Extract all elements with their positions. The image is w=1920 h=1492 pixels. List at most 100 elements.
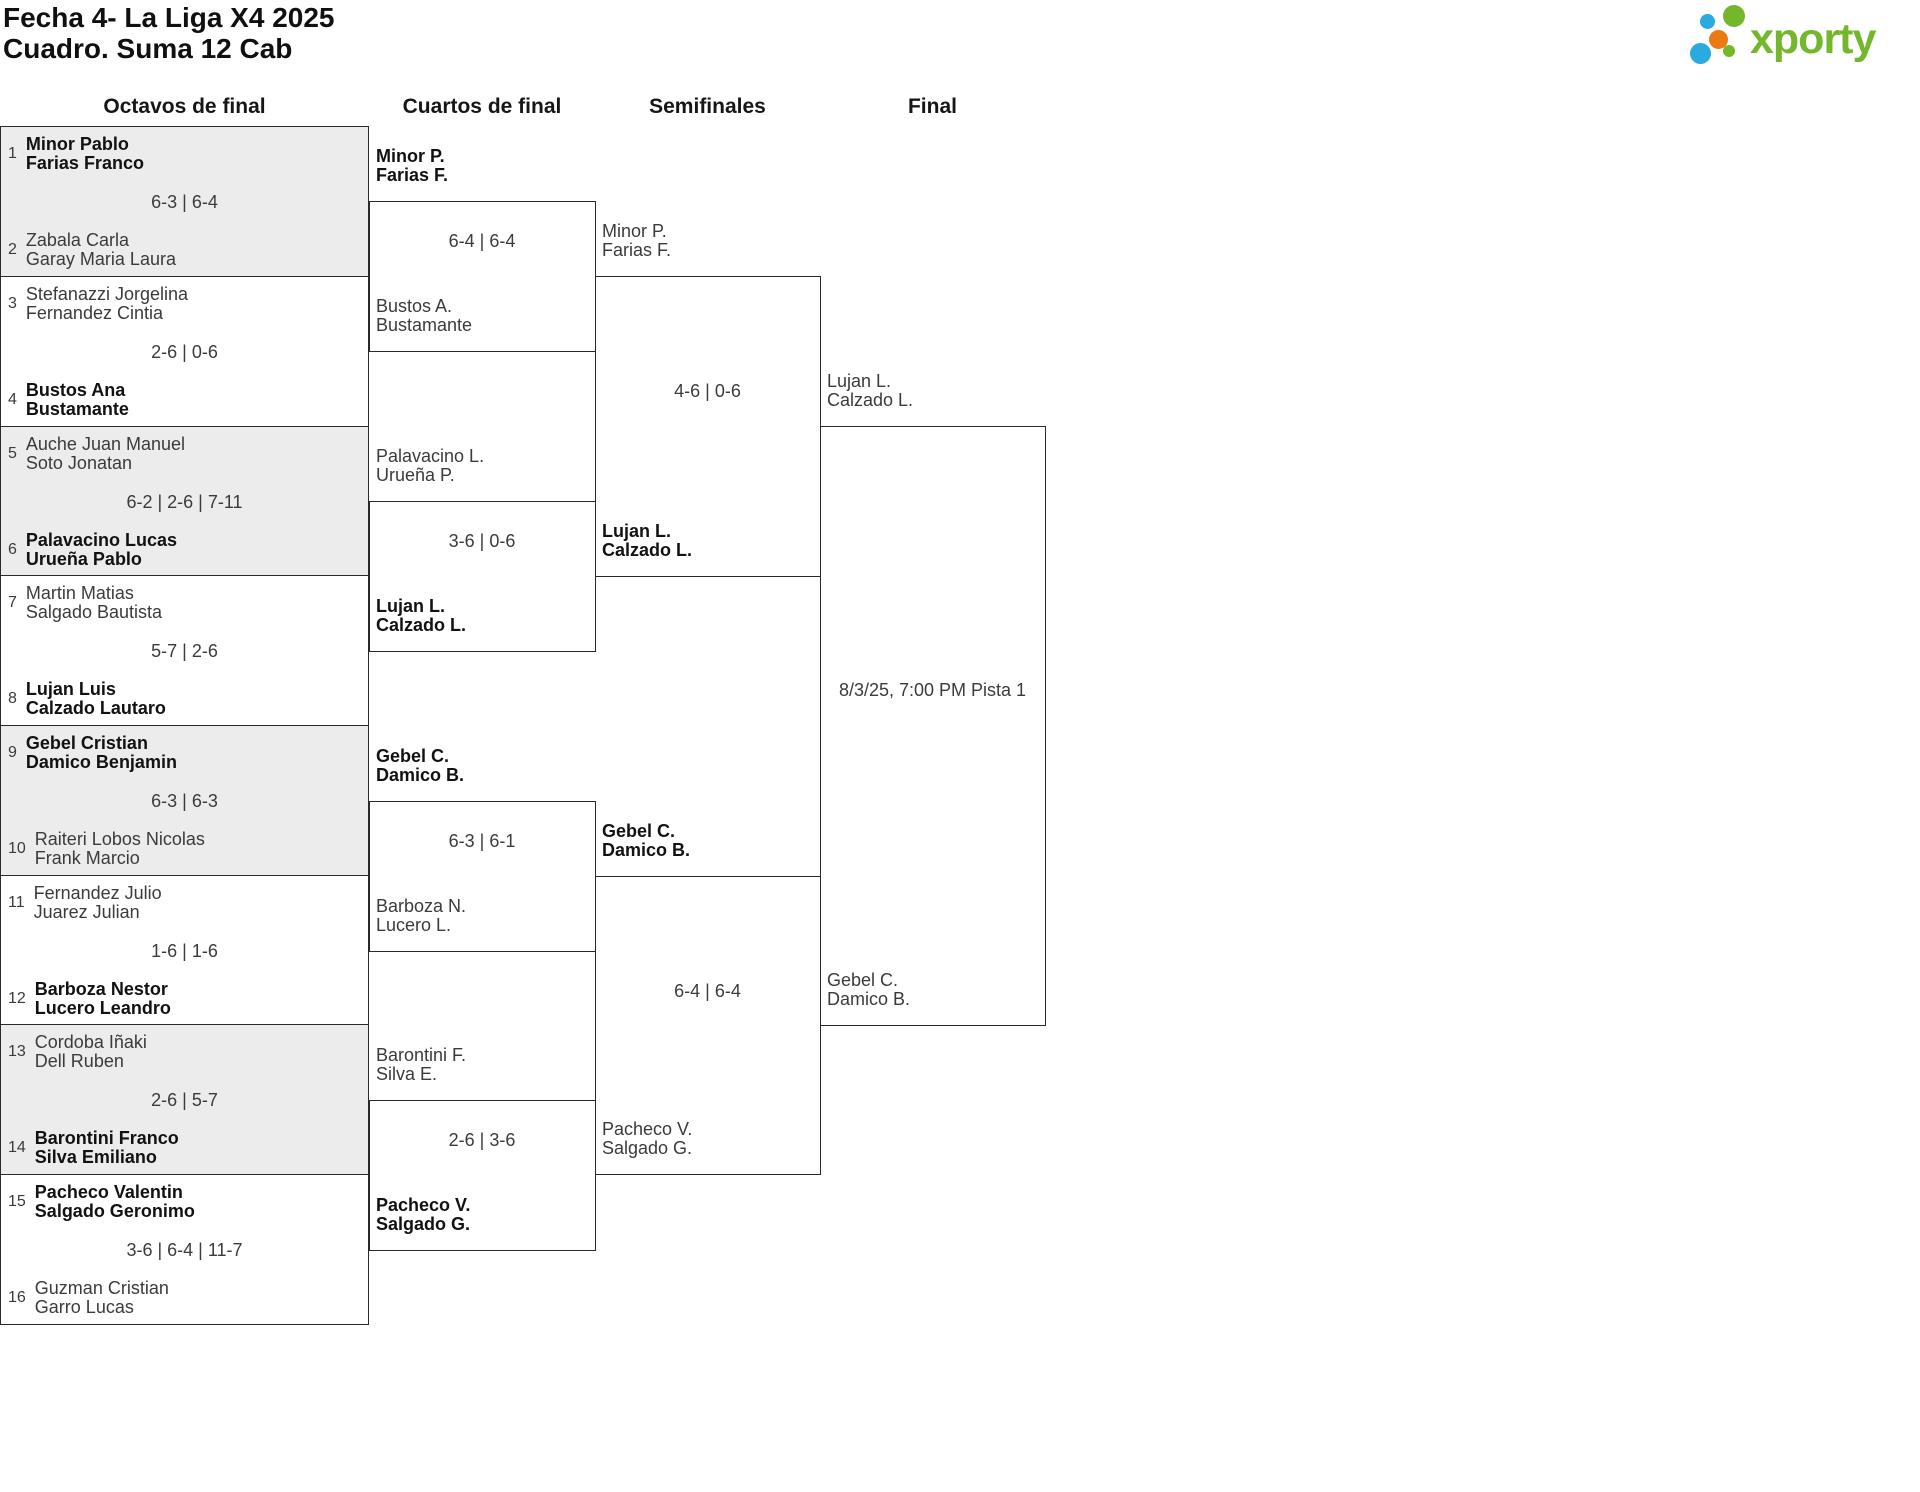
player-name: Salgado Bautista <box>25 602 163 622</box>
seed-number: 6 <box>8 541 17 558</box>
player-name: Lujan L. <box>602 521 671 541</box>
team-name: Pacheco Valentin Salgado Geronimo <box>35 1183 195 1221</box>
tournament-name: Fecha 4- La Liga X4 2025 <box>3 2 335 33</box>
match-score: 2-6 | 5-7 <box>151 1090 218 1110</box>
player-name: Pacheco Valentin <box>34 1182 183 1202</box>
seed-number: 14 <box>8 1139 26 1156</box>
team-name: Fernandez Julio Juarez Julian <box>34 884 162 922</box>
player-name: Minor P. <box>376 146 445 166</box>
match-box-octavos-5[interactable]: 9 Gebel Cristian Damico Benjamin 6-3 | 6… <box>0 725 369 876</box>
player-name: Lujan L. <box>376 596 445 616</box>
match-score: 2-6 | 0-6 <box>151 342 218 362</box>
team-name: Martin Matias Salgado Bautista <box>26 584 162 622</box>
team-name: Barontini F. Silva E. <box>376 1046 466 1084</box>
player-name: Farias F. <box>376 165 449 185</box>
player-name: Urueña P. <box>376 465 455 485</box>
team-row: 15 Pacheco Valentin Salgado Geronimo <box>8 1183 195 1221</box>
match-score: 5-7 | 2-6 <box>151 641 218 661</box>
team-row: 16 Guzman Cristian Garro Lucas <box>8 1279 169 1317</box>
seed-number: 8 <box>8 690 17 707</box>
player-name: Barontini F. <box>376 1045 467 1065</box>
match-box-octavos-3[interactable]: 5 Auche Juan Manuel Soto Jonatan 6-2 | 2… <box>0 426 369 576</box>
seed-number: 15 <box>8 1193 26 1210</box>
player-name: Silva E. <box>376 1064 438 1084</box>
match-box-octavos-2[interactable]: 3 Stefanazzi Jorgelina Fernandez Cintia … <box>0 276 369 427</box>
player-name: Salgado G. <box>602 1138 693 1158</box>
team-row: 1 Minor Pablo Farias Franco <box>8 135 144 173</box>
logo-dot-icon <box>1690 43 1711 64</box>
match-score: 4-6 | 0-6 <box>674 381 741 401</box>
team-name: Zabala Carla Garay Maria Laura <box>26 231 176 269</box>
match-score: 6-2 | 2-6 | 7-11 <box>126 492 243 512</box>
seed-number: 12 <box>8 990 26 1007</box>
player-name: Barontini Franco <box>34 1128 179 1148</box>
match-score: 6-3 | 6-3 <box>151 791 218 811</box>
bracket-name: Cuadro. Suma 12 Cab <box>3 33 293 64</box>
player-name: Salgado Geronimo <box>34 1201 195 1221</box>
player-name: Fernandez Julio <box>33 883 162 903</box>
seed-number: 9 <box>8 744 17 761</box>
player-name: Pacheco V. <box>602 1119 693 1139</box>
match-box-octavos-6[interactable]: 11 Fernandez Julio Juarez Julian 1-6 | 1… <box>0 875 369 1025</box>
player-name: Minor Pablo <box>25 134 129 154</box>
match-box-octavos-8[interactable]: 15 Pacheco Valentin Salgado Geronimo 3-6… <box>0 1174 369 1325</box>
xporty-logo[interactable]: xporty <box>1686 5 1911 69</box>
player-name: Martin Matias <box>25 583 134 603</box>
player-name: Farias F. <box>602 240 672 260</box>
match-box-octavos-7[interactable]: 13 Cordoba Iñaki Dell Ruben 2-6 | 5-7 14… <box>0 1024 369 1175</box>
player-name: Palavacino Lucas <box>25 530 177 550</box>
team-name: Lujan L. Calzado L. <box>602 522 692 560</box>
seed-number: 11 <box>8 894 25 911</box>
player-name: Garro Lucas <box>34 1297 134 1317</box>
team-row: 10 Raiteri Lobos Nicolas Frank Marcio <box>8 830 205 868</box>
match-score: 2-6 | 3-6 <box>448 1130 516 1150</box>
logo-dot-icon <box>1723 45 1735 57</box>
team-row: 3 Stefanazzi Jorgelina Fernandez Cintia <box>8 285 188 323</box>
seed-number: 7 <box>8 594 17 611</box>
team-name: Lujan L. Calzado L. <box>376 597 466 635</box>
match-box-cuartos-4[interactable] <box>369 1100 596 1251</box>
team-name: Barboza N. Lucero L. <box>376 897 466 935</box>
player-name: Guzman Cristian <box>34 1278 169 1298</box>
seed-number: 16 <box>8 1289 26 1306</box>
team-name: Raiteri Lobos Nicolas Frank Marcio <box>35 830 205 868</box>
match-score: 6-4 | 6-4 <box>674 981 741 1001</box>
match-box-final[interactable] <box>820 426 1046 1026</box>
seed-number: 13 <box>8 1043 26 1060</box>
player-name: Frank Marcio <box>34 848 140 868</box>
seed-number: 5 <box>8 445 17 462</box>
player-name: Gebel C. <box>602 821 676 841</box>
team-name: Stefanazzi Jorgelina Fernandez Cintia <box>26 285 188 323</box>
match-score: 3-6 | 6-4 | 11-7 <box>126 1240 243 1260</box>
team-name: Pacheco V. Salgado G. <box>602 1120 692 1158</box>
team-name: Minor Pablo Farias Franco <box>26 135 144 173</box>
player-name: Fernandez Cintia <box>25 303 163 323</box>
player-name: Damico B. <box>602 840 691 860</box>
team-row: 5 Auche Juan Manuel Soto Jonatan <box>8 435 185 473</box>
player-name: Urueña Pablo <box>25 549 142 569</box>
team-name: Guzman Cristian Garro Lucas <box>35 1279 169 1317</box>
player-name: Gebel C. <box>376 746 450 766</box>
match-box-octavos-1[interactable]: 1 Minor Pablo Farias Franco 6-3 | 6-4 2 … <box>0 126 369 277</box>
player-name: Calzado Lautaro <box>25 698 166 718</box>
team-name: Gebel C. Damico B. <box>602 822 690 860</box>
team-name: Palavacino Lucas Urueña Pablo <box>26 531 177 569</box>
player-name: Dell Ruben <box>34 1051 124 1071</box>
logo-dot-icon <box>1709 30 1728 49</box>
player-name: Juarez Julian <box>33 902 140 922</box>
player-name: Lucero Leandro <box>34 998 171 1018</box>
player-name: Lucero L. <box>376 915 452 935</box>
player-name: Calzado L. <box>602 540 693 560</box>
round-header-semifinales: Semifinales <box>649 95 766 118</box>
team-row: 7 Martin Matias Salgado Bautista <box>8 584 162 622</box>
player-name: Bustamante <box>376 315 473 335</box>
team-name: Palavacino L. Urueña P. <box>376 447 484 485</box>
player-name: Auche Juan Manuel <box>25 434 186 454</box>
team-name: Auche Juan Manuel Soto Jonatan <box>26 435 185 473</box>
team-name: Lujan Luis Calzado Lautaro <box>26 680 166 718</box>
player-name: Damico Benjamin <box>25 752 177 772</box>
player-name: Palavacino L. <box>376 446 485 466</box>
match-box-octavos-4[interactable]: 7 Martin Matias Salgado Bautista 5-7 | 2… <box>0 575 369 726</box>
player-name: Pacheco V. <box>376 1195 471 1215</box>
